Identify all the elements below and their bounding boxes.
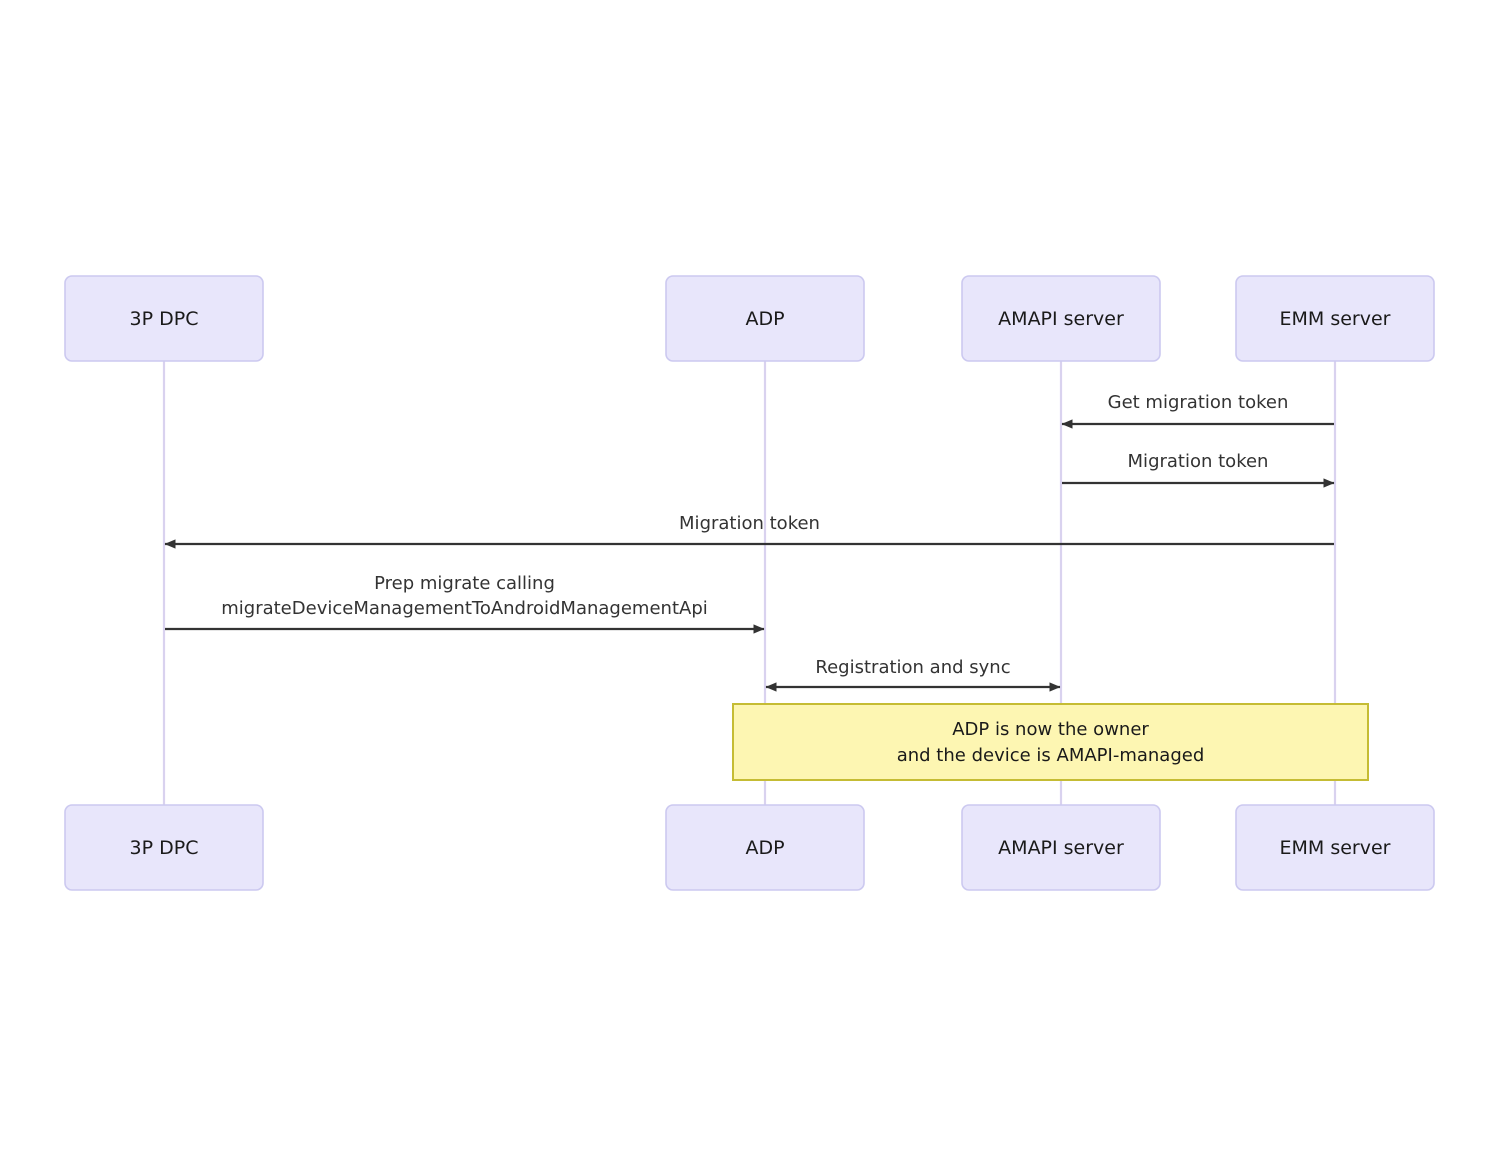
participant-adp-bottom[interactable]: ADP — [665, 804, 865, 891]
participant-box — [961, 275, 1161, 362]
message-label: Migration token — [679, 513, 820, 534]
participant-label: 3P DPC — [130, 308, 199, 330]
note-text: and the device is AMAPI-managed — [897, 745, 1205, 766]
message-m3[interactable]: Migration token — [164, 513, 1334, 549]
participant-dpc-top[interactable]: 3P DPC — [64, 275, 264, 362]
participant-box — [961, 804, 1161, 891]
participant-emm-top[interactable]: EMM server — [1235, 275, 1435, 362]
note-text: ADP is now the owner — [952, 719, 1149, 740]
message-m5[interactable]: Registration and sync — [765, 657, 1061, 692]
participant-label: AMAPI server — [998, 308, 1124, 330]
message-label: Registration and sync — [815, 657, 1010, 678]
message-m1[interactable]: Get migration token — [1061, 392, 1334, 429]
participant-label: EMM server — [1280, 837, 1391, 859]
participant-amapi-bottom[interactable]: AMAPI server — [961, 804, 1161, 891]
note-box — [732, 703, 1369, 781]
participant-amapi-top[interactable]: AMAPI server — [961, 275, 1161, 362]
message-m4[interactable]: Prep migrate calling migrateDeviceManagem… — [165, 573, 765, 634]
participant-label: EMM server — [1280, 308, 1391, 330]
message-label: Migration token — [1128, 451, 1269, 472]
message-label: Get migration token — [1108, 392, 1289, 413]
participant-box — [64, 275, 264, 362]
message-label: migrateDeviceManagementToAndroidManageme… — [221, 598, 708, 619]
participant-box — [1235, 275, 1435, 362]
participant-label: ADP — [745, 308, 784, 330]
participant-emm-bottom[interactable]: EMM server — [1235, 804, 1435, 891]
message-m2[interactable]: Migration token — [1062, 451, 1335, 488]
participant-box — [1235, 804, 1435, 891]
message-label: Prep migrate calling — [374, 573, 555, 594]
participant-label: ADP — [745, 837, 784, 859]
notes-group: ADP is now the owner and the device is AM… — [732, 703, 1369, 781]
note-note1[interactable]: ADP is now the owner and the device is AM… — [732, 703, 1369, 781]
participant-label: AMAPI server — [998, 837, 1124, 859]
participant-adp-top[interactable]: ADP — [665, 275, 865, 362]
participant-label: 3P DPC — [130, 837, 199, 859]
participant-dpc-bottom[interactable]: 3P DPC — [64, 804, 264, 891]
participant-box — [665, 275, 865, 362]
participant-box — [64, 804, 264, 891]
participant-box — [665, 804, 865, 891]
